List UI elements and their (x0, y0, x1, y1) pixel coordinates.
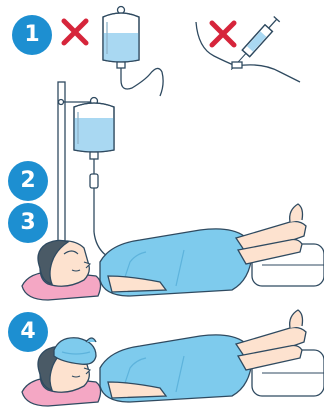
step-badge-2: 2 (8, 161, 48, 201)
step-badge-1: 1 (12, 15, 52, 55)
iv-bag-icon (103, 7, 163, 97)
iv-bag-icon (74, 98, 114, 259)
patient-lying (22, 204, 324, 300)
cross-icon (64, 21, 86, 43)
step-badge-3: 3 (8, 203, 48, 243)
step-badge-4: 4 (8, 312, 48, 352)
cross-icon (212, 23, 234, 45)
